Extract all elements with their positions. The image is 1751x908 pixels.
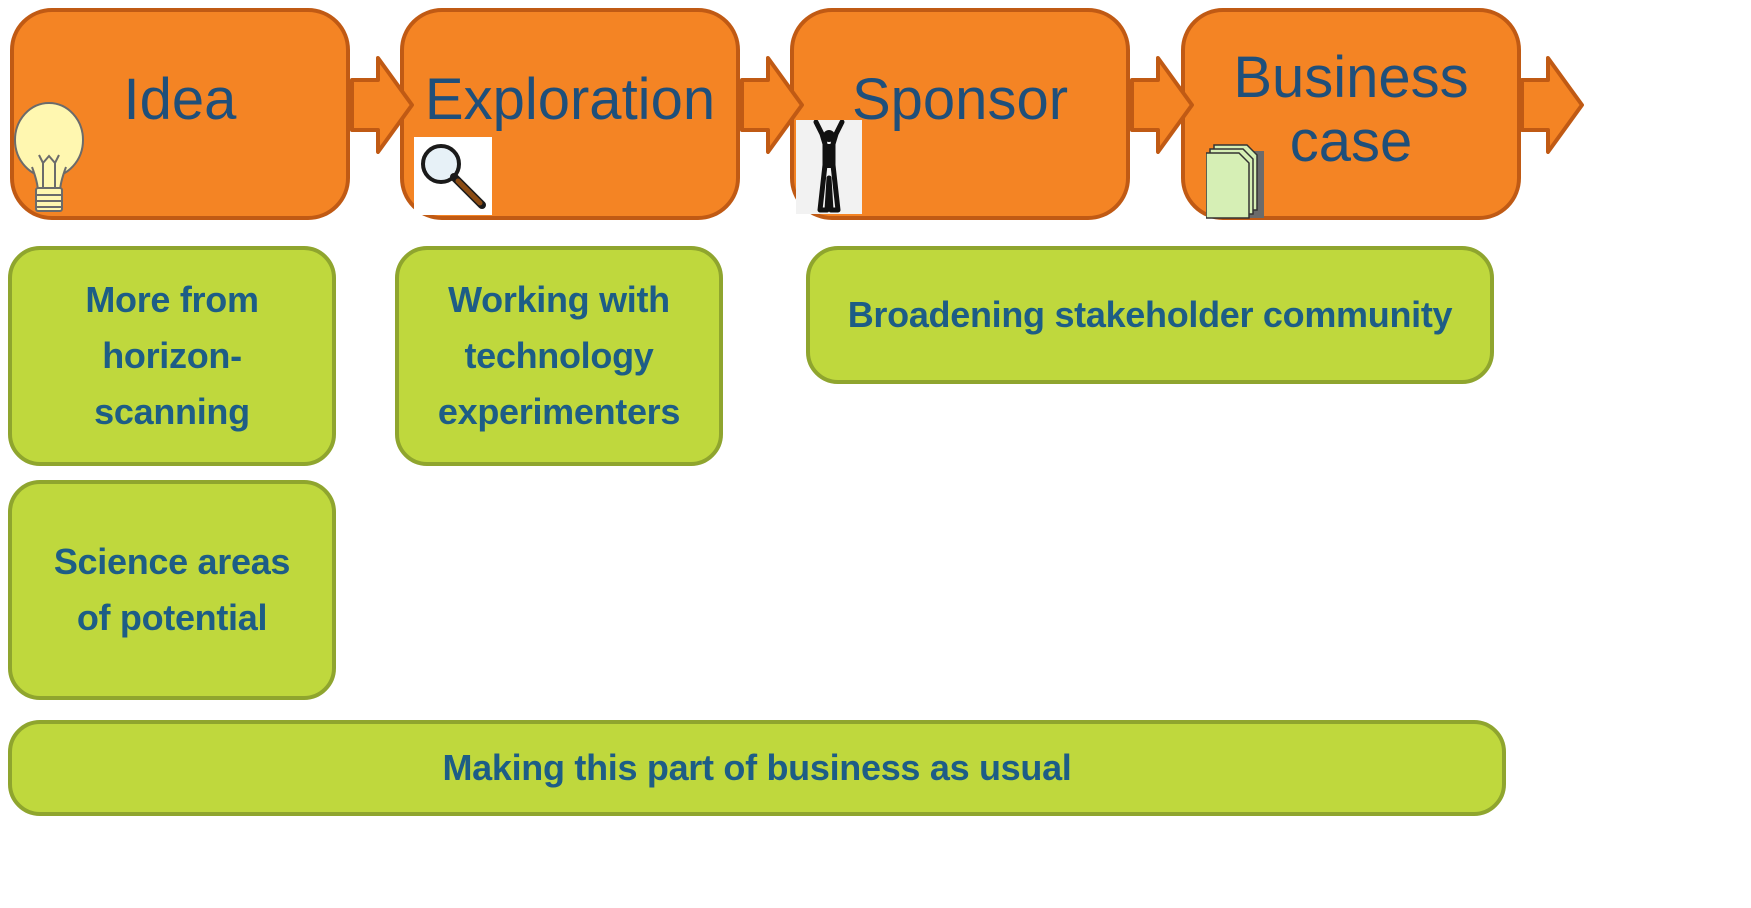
note-technology-experimenters: Working with technology experimenters <box>395 246 723 466</box>
document-stack-icon <box>1206 142 1274 224</box>
note-horizon-scanning: More from horizon-scanning <box>8 246 336 466</box>
arrow-right-icon <box>1520 56 1584 154</box>
note-business-as-usual-text: Making this part of business as usual <box>442 747 1072 789</box>
note-horizon-scanning-text: More from horizon-scanning <box>85 279 259 432</box>
note-science-areas: Science areas of potential <box>8 480 336 700</box>
stage-sponsor-label: Sponsor <box>851 67 1069 133</box>
note-science-areas-text: Science areas of potential <box>53 541 291 638</box>
note-business-as-usual: Making this part of business as usual <box>8 720 1506 816</box>
note-stakeholder-community-text: Broadening stakeholder community <box>847 294 1453 336</box>
arrow-right-icon <box>1130 56 1194 154</box>
person-arms-raised-icon <box>796 120 862 214</box>
stage-business-case-label: Business case <box>1233 45 1469 174</box>
stage-idea-label: Idea <box>123 67 237 133</box>
note-stakeholder-community: Broadening stakeholder community <box>806 246 1494 384</box>
arrow-right-icon <box>350 56 414 154</box>
lightbulb-icon <box>12 100 86 214</box>
note-technology-experimenters-text: Working with technology experimenters <box>437 279 681 432</box>
magnifying-glass-icon <box>414 137 492 215</box>
arrow-right-icon <box>740 56 804 154</box>
stage-exploration: Exploration <box>400 8 740 220</box>
stage-exploration-label: Exploration <box>424 67 716 133</box>
